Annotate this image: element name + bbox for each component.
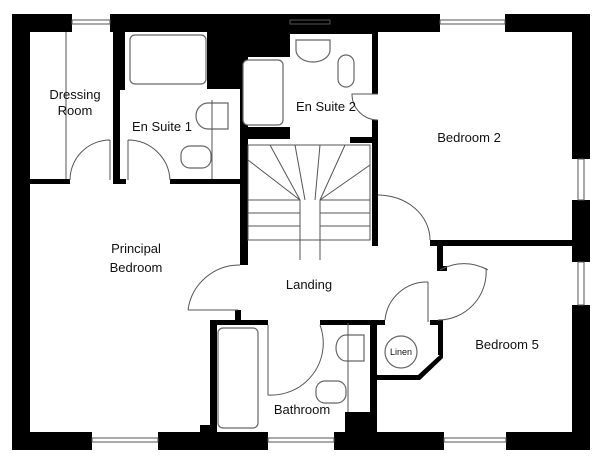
room-label-bedroom-2: Bedroom 2 [437,130,501,145]
room-label-bathroom: Bathroom [274,402,330,417]
fixtures [65,32,418,429]
windows [71,19,585,443]
room-label-dressing-room-1: Dressing [49,87,100,102]
room-label-linen: Linen [390,347,412,357]
room-label-en-suite-1: En Suite 1 [132,119,192,134]
doors [69,93,489,396]
room-label-principal-bedroom-1: Principal [111,241,161,256]
room-label-dressing-room-2: Room [58,103,93,118]
room-label-landing: Landing [286,277,332,292]
staircase [247,144,371,260]
room-label-en-suite-2: En Suite 2 [296,99,356,114]
walls [12,14,590,450]
room-label-principal-bedroom-2: Bedroom [110,260,163,275]
room-label-bedroom-5: Bedroom 5 [475,337,539,352]
